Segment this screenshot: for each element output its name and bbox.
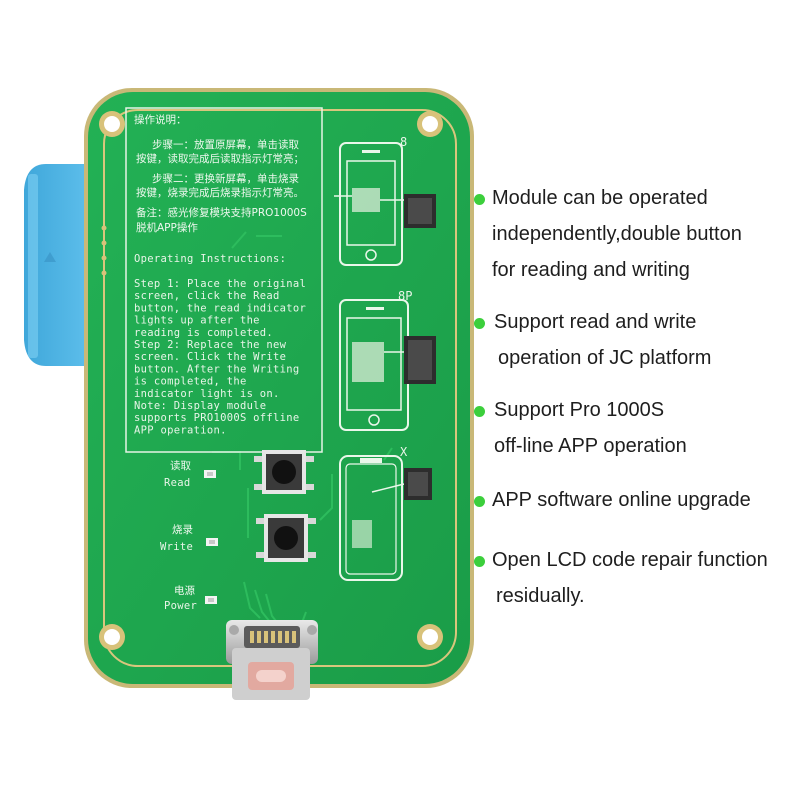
slot-label: X <box>400 445 408 459</box>
feature-item: Module can be operated independently,dou… <box>474 180 742 288</box>
write-button[interactable] <box>256 514 316 562</box>
green-dot-icon <box>474 556 485 567</box>
blue-flex-tab <box>24 164 100 366</box>
feature-line: Module can be operated <box>492 187 708 209</box>
read-control: 读取 Read <box>164 459 216 489</box>
mounting-hole <box>99 111 125 137</box>
instructions-cn-line: 备注：感光修复模块支持PRO1000S <box>136 206 307 219</box>
instructions-en-title: Operating Instructions: <box>134 253 286 265</box>
write-control: 烧录 Write <box>160 523 218 553</box>
green-dot-icon <box>474 318 485 329</box>
slot-label: 8P <box>398 289 412 303</box>
feature-line: for reading and writing <box>492 259 690 281</box>
read-label-cn: 读取 <box>170 459 191 472</box>
instructions-en-line: screen, click the Read <box>134 290 280 302</box>
feature-line: off-line APP operation <box>494 435 687 457</box>
feature-line: Support Pro 1000S <box>494 399 665 421</box>
green-dot-icon <box>474 406 485 417</box>
feature-item: Open LCD code repair function residually… <box>474 542 768 614</box>
power-control: 电源 Power <box>164 584 217 612</box>
instructions-en-line: Step 1: Place the original <box>134 278 306 290</box>
feature-item: Support Pro 1000S off-line APP operation <box>474 392 687 464</box>
instructions-cn-line: 步骤二：更换新屏幕，单击烧录 <box>152 172 299 185</box>
feature-line: operation of JC platform <box>498 347 712 369</box>
pcb-board: 操作说明： 步骤一：放置原屏幕，单击读取 按键，读取完成后读取指示灯常亮； 步骤… <box>84 88 474 700</box>
feature-item: APP software online upgrade <box>474 482 751 518</box>
instructions-en-line: button, the read indicator <box>134 302 306 314</box>
instructions-en-line: Step 2: Replace the new <box>134 339 287 351</box>
instructions-title: 操作说明： <box>134 113 187 126</box>
instructions-cn-line: 步骤一：放置原屏幕，单击读取 <box>152 138 299 151</box>
green-dot-icon <box>474 194 485 205</box>
slot-label: 8 <box>400 135 407 149</box>
feature-line: Support read and write <box>494 311 697 333</box>
instructions-cn-line: 脱机APP操作 <box>136 221 198 234</box>
feature-line: APP software online upgrade <box>492 489 751 511</box>
read-label-en: Read <box>164 477 191 489</box>
instructions-en-line: button. After the Writing <box>134 363 300 375</box>
instructions-cn-line: 按键，烧录完成后烧录指示灯常亮。 <box>136 186 304 199</box>
phone-slot-8: 8 <box>334 135 436 266</box>
instructions-en-line: indicator light is on. <box>134 388 280 400</box>
instruction-panel: 操作说明： 步骤一：放置原屏幕，单击读取 按键，读取完成后读取指示灯常亮； 步骤… <box>125 107 323 453</box>
instructions-cn-line: 按键，读取完成后读取指示灯常亮； <box>136 152 304 165</box>
feature-item: Support read and write operation of JC p… <box>474 304 711 376</box>
write-label-en: Write <box>160 541 193 553</box>
mounting-hole <box>417 111 443 137</box>
feature-line: Open LCD code repair function <box>492 549 768 571</box>
instructions-en-line: Note: Display module <box>134 400 266 412</box>
write-label-cn: 烧录 <box>172 523 193 536</box>
green-dot-icon <box>474 496 485 507</box>
mounting-hole <box>417 624 443 650</box>
phone-slot-8p: 8P <box>339 289 436 431</box>
feature-line: independently,double button <box>492 223 742 245</box>
power-label-en: Power <box>164 600 197 612</box>
write-led <box>206 538 218 546</box>
power-led <box>205 596 217 604</box>
power-label-cn: 电源 <box>174 584 195 597</box>
mounting-hole <box>99 624 125 650</box>
read-button[interactable] <box>254 450 314 494</box>
instructions-en-line: supports PRO1000S offline <box>134 412 300 424</box>
instructions-en-line: reading is completed. <box>134 327 273 339</box>
phone-slot-x: X <box>339 445 432 581</box>
instructions-en-line: APP operation. <box>134 424 227 436</box>
instructions-en-line: lights up after the <box>134 315 260 327</box>
instructions-en-line: is completed, the <box>134 376 247 388</box>
instructions-en-line: screen. Click the Write <box>134 351 286 363</box>
read-led <box>204 470 216 478</box>
feature-line: residually. <box>496 585 585 607</box>
lightning-port[interactable] <box>226 620 318 700</box>
